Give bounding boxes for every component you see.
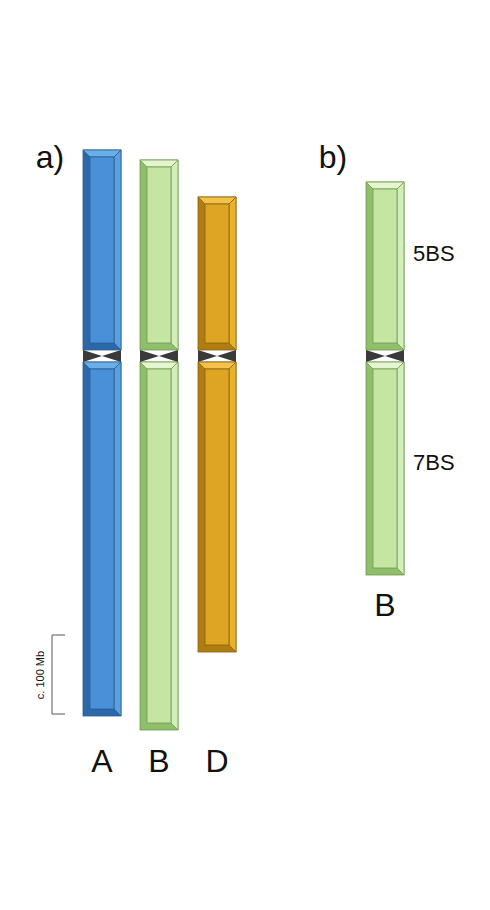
genome-label: D [205,744,228,779]
arm-face [147,369,171,723]
arm-bevel [229,362,236,652]
arm-label: 7BS [413,451,455,475]
genome-label: B [374,588,395,623]
chromosome-arm [198,197,236,350]
centromere [217,350,236,362]
arm-bevel [114,150,121,350]
chromosome-arm [366,362,404,575]
chromosome-b [140,160,178,730]
centromere [140,350,159,362]
centromere [102,350,121,362]
centromere [366,350,385,362]
arm-bevel [397,182,404,350]
arm-face [373,189,397,343]
arm-bevel [397,362,404,575]
chromosome-arm [366,182,404,350]
arm-face [205,369,229,645]
genome-label: B [148,744,169,779]
centromere [159,350,178,362]
arm-label: 5BS [413,242,455,266]
arm-face [373,369,397,568]
chromosome-b-translocation [366,182,404,575]
centromere [198,350,217,362]
chromosome-arm [83,362,121,716]
centromere [385,350,404,362]
chromosome-arm [83,150,121,350]
arm-face [90,157,114,343]
scale-bar [52,635,65,714]
arm-bevel [171,160,178,350]
panel-label: a) [36,140,64,175]
chromosome-arm [140,160,178,350]
scale-label: c. 100 Mb [34,651,46,699]
arm-face [147,167,171,343]
arm-face [205,204,229,343]
chromosome-arm [140,362,178,730]
arm-face [90,369,114,709]
chromosome-d [198,197,236,652]
chromosome-arm [198,362,236,652]
centromere [83,350,102,362]
panel-label: b) [319,140,347,175]
arm-bevel [114,362,121,716]
genome-label: A [91,744,112,779]
arm-bevel [171,362,178,730]
chromosome-a [83,150,121,716]
arm-bevel [229,197,236,350]
